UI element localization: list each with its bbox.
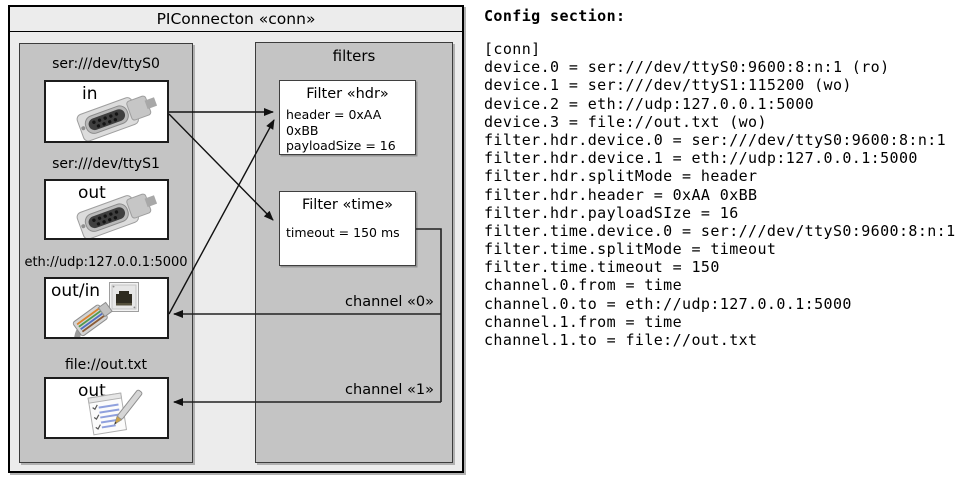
filter-attribute: payloadSize = 16 — [286, 138, 396, 153]
ethernet-plug-icon — [60, 297, 126, 337]
filter-attribute: header = 0xAA 0xBB — [286, 107, 382, 138]
device-uri-label: file://out.txt — [64, 357, 148, 373]
device-direction-label: out — [78, 183, 106, 203]
config-line: [conn] — [484, 40, 541, 58]
config-line: filter.hdr.device.0 = ser:///dev/ttyS0:9… — [484, 130, 947, 149]
config-line: channel.1.to = file://out.txt — [484, 331, 758, 349]
config-line: channel.0.from = time — [484, 276, 683, 295]
device-box-eth: out/in — [44, 277, 169, 339]
device-direction-label: out — [78, 381, 106, 401]
config-line: device.3 = file://out.txt (wo) — [484, 112, 767, 131]
device-uri-label: eth://udp:127.0.0.1:5000 — [24, 255, 188, 270]
config-line: channel.1.from = time — [484, 312, 683, 331]
device-box-ttyS0: in — [44, 80, 169, 143]
config-line: filter.hdr.header = 0xAA 0xBB — [484, 185, 758, 204]
connector-diagram: PIConnecton «conn» ser:///dev/ttyS0 in — [8, 5, 464, 473]
device-box-ttyS1: out — [44, 179, 169, 240]
config-line: filter.time.timeout = 150 — [484, 258, 720, 277]
device-uri-label: ser:///dev/ttyS1 — [52, 156, 160, 172]
config-section: Config section: [conn] device.0 = ser://… — [484, 7, 960, 349]
filters-group: filters Filter «hdr» header = 0xAA 0xBB … — [255, 42, 453, 463]
serial-connector-icon — [68, 90, 160, 141]
config-line: device.2 = eth://udp:127.0.0.1:5000 — [484, 94, 815, 113]
channel-1-label: channel «1» — [345, 382, 434, 398]
device-box-file: out — [44, 377, 169, 439]
config-line: filter.hdr.payloadSIze = 16 — [484, 203, 739, 222]
config-line: filter.hdr.splitMode = header — [484, 167, 758, 186]
config-line: filter.time.splitMode = timeout — [484, 240, 777, 259]
config-line: channel.0.to = eth://udp:127.0.0.1:5000 — [484, 294, 852, 313]
channel-0-label: channel «0» — [345, 294, 434, 310]
config-line: device.1 = ser:///dev/ttyS1:115200 (wo) — [484, 76, 852, 95]
ethernet-jack-icon — [109, 282, 139, 316]
filter-box-time: Filter «time» timeout = 150 ms — [279, 191, 416, 266]
device-uri-label: ser:///dev/ttyS0 — [52, 56, 160, 72]
serial-connector-icon — [68, 188, 160, 238]
diagram-title: PIConnecton «conn» — [10, 7, 462, 32]
config-line: filter.time.device.0 = ser:///dev/ttyS0:… — [484, 221, 956, 240]
config-line: device.0 = ser:///dev/ttyS0:9600:8:n:1 (… — [484, 58, 890, 77]
device-direction-label: in — [82, 84, 98, 104]
config-heading: Config section: — [484, 7, 626, 25]
filter-box-hdr: Filter «hdr» header = 0xAA 0xBB payloadS… — [279, 80, 416, 155]
config-line: filter.hdr.device.1 = eth://udp:127.0.0.… — [484, 149, 918, 168]
filter-title: Filter «hdr» — [306, 86, 389, 102]
filter-title: Filter «time» — [301, 197, 394, 213]
devices-group: ser:///dev/ttyS0 in — [19, 43, 193, 463]
filter-attribute: timeout = 150 ms — [286, 225, 400, 240]
filters-group-label: filters — [332, 47, 376, 65]
notepad-icon — [84, 389, 148, 437]
config-lines: [conn] device.0 = ser:///dev/ttyS0:9600:… — [484, 40, 964, 349]
device-direction-label: out/in — [51, 281, 101, 301]
